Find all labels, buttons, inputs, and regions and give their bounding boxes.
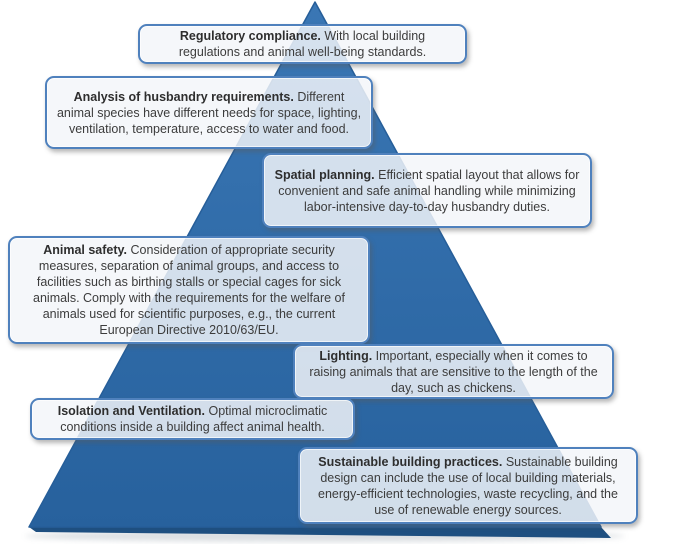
callout-text: Animal safety. Consideration of appropri…: [19, 242, 359, 338]
callout-text: Spatial planning. Efficient spatial layo…: [273, 167, 581, 215]
callout-body: Efficient spatial layout that allows for…: [278, 167, 580, 214]
callout-lead: Lighting.: [319, 348, 373, 363]
callout-lead: Regulatory compliance.: [179, 29, 321, 43]
callout-sustainable-building-practices: Sustainable building practices. Sustaina…: [298, 447, 638, 524]
callout-lead: Sustainable building practices.: [318, 454, 503, 469]
callout-lighting: Lighting. Important, especially when it …: [293, 344, 614, 399]
callout-body: With local building regulations and anim…: [178, 29, 427, 59]
callout-lead: Spatial planning.: [274, 167, 375, 182]
callout-text: Regulatory compliance. With local buildi…: [149, 28, 456, 60]
callout-text: Sustainable building practices. Sustaina…: [309, 454, 627, 518]
callout-text: Isolation and Ventilation. Optimal micro…: [41, 403, 344, 435]
callout-husbandry-requirements: Analysis of husbandry requirements. Diff…: [45, 76, 373, 149]
callout-animal-safety: Animal safety. Consideration of appropri…: [8, 236, 370, 344]
callout-text: Analysis of husbandry requirements. Diff…: [56, 89, 362, 137]
callout-lead: Analysis of husbandry requirements.: [73, 89, 294, 104]
callout-body: Sustainable building design can include …: [318, 454, 618, 517]
callout-body: Important, especially when it comes to r…: [309, 348, 598, 395]
callout-lead: Isolation and Ventilation.: [57, 404, 205, 418]
callout-text: Lighting. Important, especially when it …: [304, 348, 603, 396]
callout-regulatory-compliance: Regulatory compliance. With local buildi…: [138, 24, 467, 64]
pyramid-base-edge: [29, 527, 611, 538]
callout-body: Consideration of appropriate security me…: [33, 243, 345, 337]
callout-spatial-planning: Spatial planning. Efficient spatial layo…: [262, 153, 592, 228]
callout-body: Different animal species have different …: [56, 89, 362, 136]
callout-body: Optimal microclimatic conditions inside …: [60, 404, 328, 434]
callout-lead: Animal safety.: [43, 243, 128, 257]
callout-isolation-ventilation: Isolation and Ventilation. Optimal micro…: [30, 398, 355, 440]
